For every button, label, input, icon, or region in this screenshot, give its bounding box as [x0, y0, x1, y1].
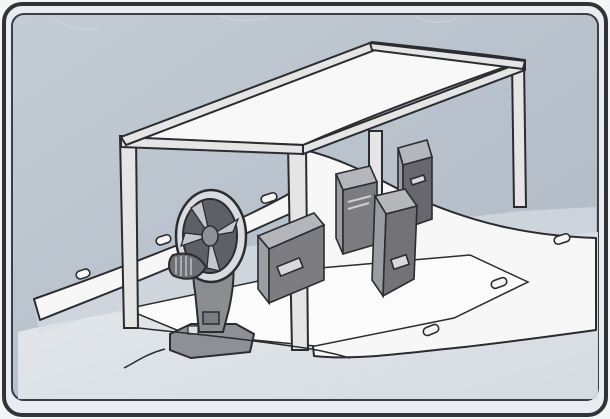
book-icon: [372, 189, 417, 296]
fan-hub: [202, 226, 218, 246]
book-icon: [336, 166, 377, 254]
